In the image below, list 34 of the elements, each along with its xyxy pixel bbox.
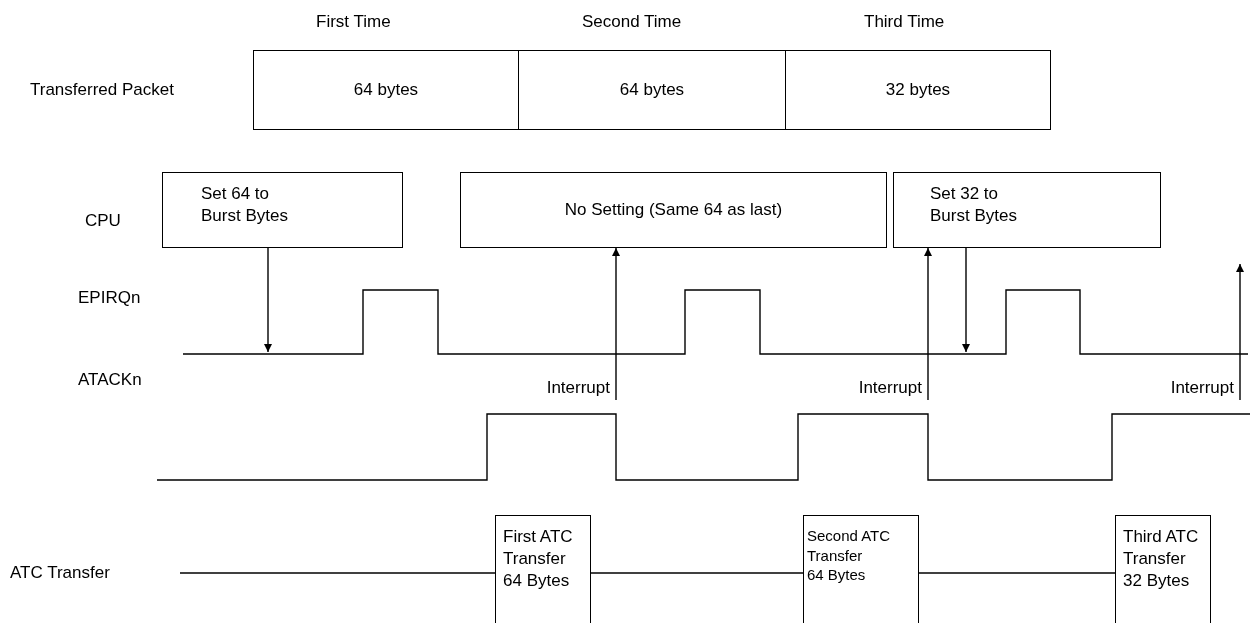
box-text: Second ATC Transfer 64 Bytes (807, 526, 892, 585)
row-label: ATC Transfer (10, 563, 110, 583)
row-label: EPIRQn (78, 288, 141, 308)
transfer-block (803, 515, 919, 623)
box-text: 64 bytes (352, 78, 420, 101)
arrow (962, 247, 970, 353)
box-text: Set 32 to Burst Bytes (930, 183, 1018, 228)
arrow (264, 247, 272, 353)
cpu-action-box (460, 172, 887, 248)
row-label: Transferred Packet (30, 80, 174, 100)
packet-segment (785, 50, 1051, 130)
box-text: Set 64 to Burst Bytes (201, 183, 289, 228)
time-heading: Third Time (864, 12, 945, 32)
box-text: 32 bytes (884, 78, 952, 101)
box-text: Third ATC Transfer 32 Bytes (1123, 526, 1200, 593)
packet-segment (253, 50, 519, 130)
box-text: No Setting (Same 64 as last) (563, 198, 784, 221)
arrow (612, 247, 620, 401)
row-label: CPU (85, 211, 121, 231)
interrupt-label: Interrupt (836, 378, 922, 400)
packet-segment (518, 50, 786, 130)
arrow (924, 247, 932, 401)
time-heading: First Time (316, 12, 391, 32)
row-label: ATACKn (78, 370, 142, 390)
cpu-action-box (162, 172, 403, 248)
transfer-block (495, 515, 591, 623)
box-text: First ATC Transfer 64 Bytes (503, 526, 574, 593)
arrow (1236, 263, 1244, 401)
interrupt-label: Interrupt (1148, 378, 1234, 400)
box-text: 64 bytes (618, 78, 686, 101)
transfer-block (1115, 515, 1211, 623)
time-heading: Second Time (582, 12, 682, 32)
interrupt-label: Interrupt (524, 378, 610, 400)
cpu-action-box (893, 172, 1161, 248)
